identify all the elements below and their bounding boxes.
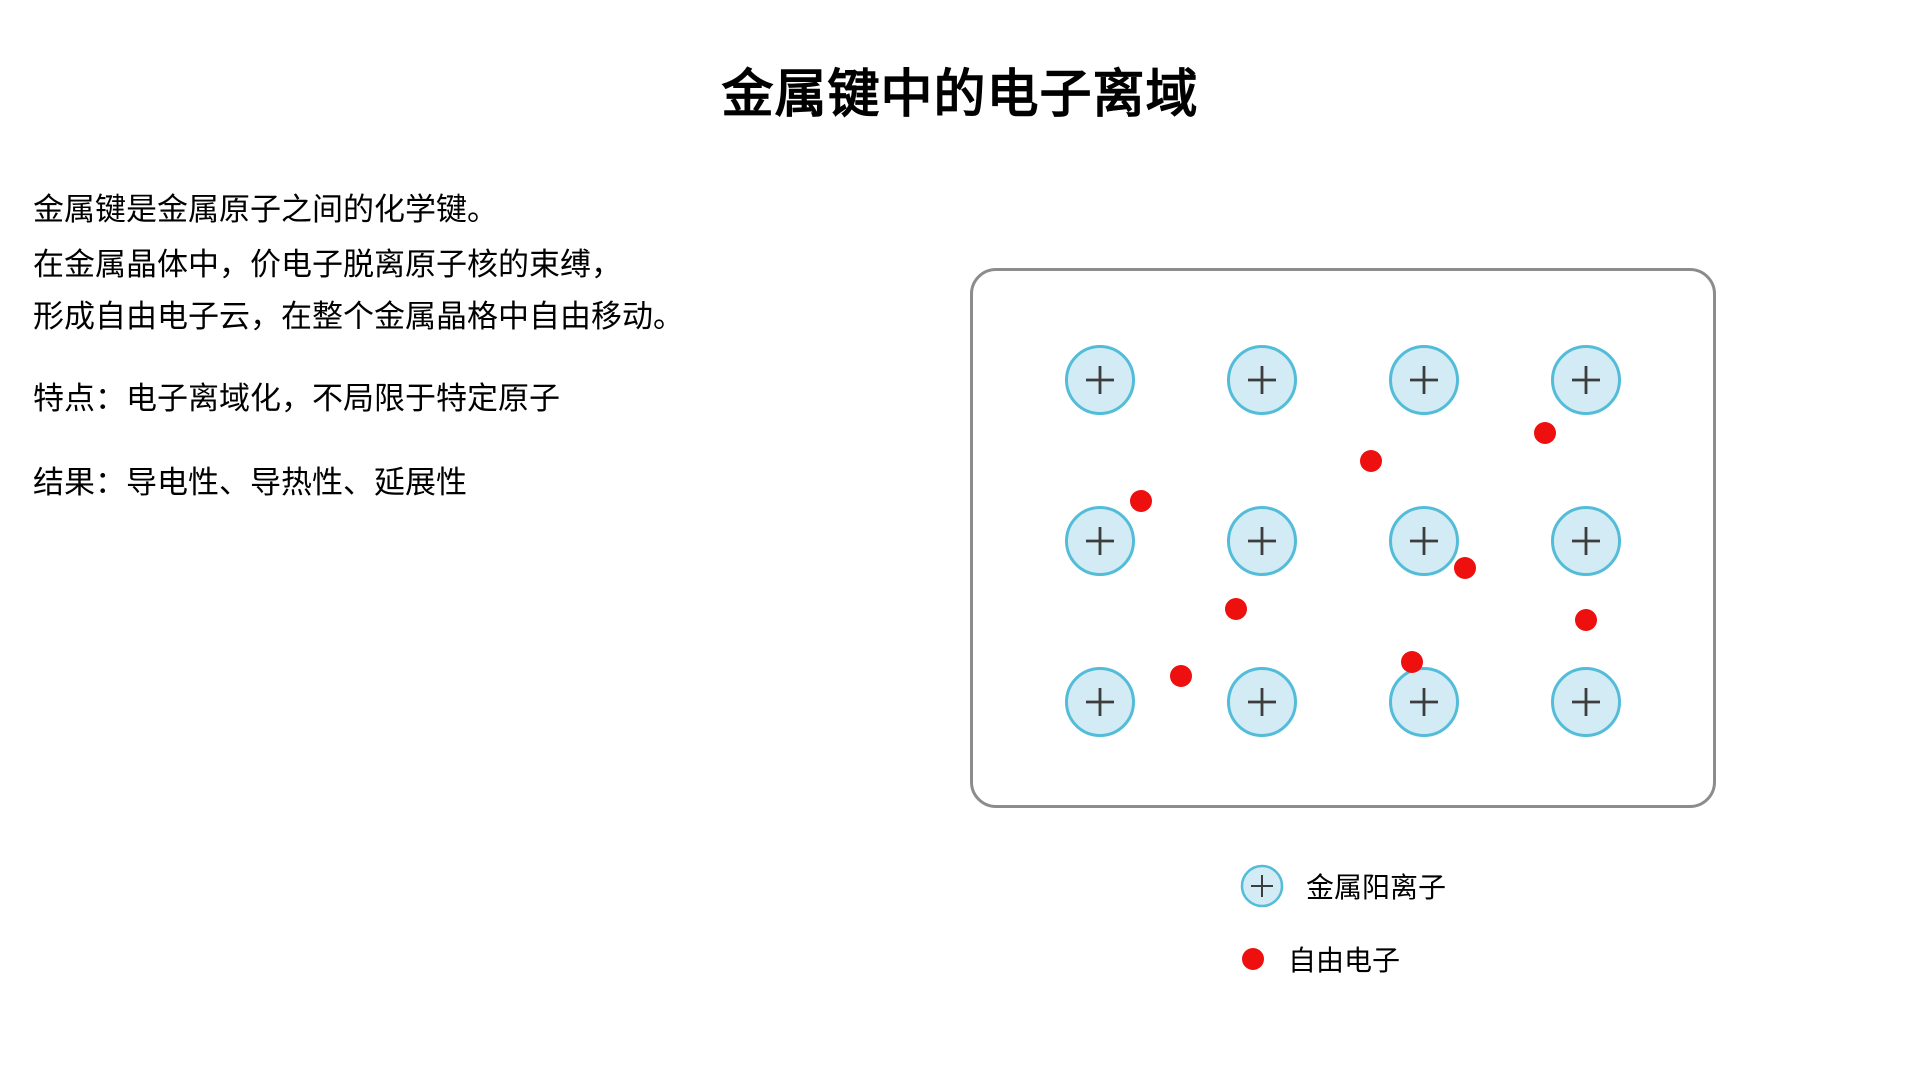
legend-label-cation: 金属阳离子 <box>1306 871 1447 904</box>
metal-cation <box>1227 345 1297 415</box>
plus-icon <box>1248 527 1276 555</box>
metal-cation <box>1389 506 1459 576</box>
plus-icon <box>1086 688 1114 716</box>
description-line-2: 在金属晶体中，价电子脱离原子核的束缚， <box>33 247 622 283</box>
free-electron <box>1225 598 1247 620</box>
plus-icon <box>1410 527 1438 555</box>
result-line: 结果：导电性、导热性、延展性 <box>33 465 467 501</box>
plus-icon <box>1410 688 1438 716</box>
metal-cation-icon <box>1240 864 1284 908</box>
free-electron <box>1360 450 1382 472</box>
metal-cation <box>1065 506 1135 576</box>
metal-cation <box>1065 667 1135 737</box>
plus-icon <box>1572 527 1600 555</box>
description-line-1: 金属键是金属原子之间的化学键。 <box>33 192 498 228</box>
free-electron-icon <box>1242 948 1264 970</box>
plus-icon <box>1572 688 1600 716</box>
metal-cation <box>1065 345 1135 415</box>
legend-item-cation: 金属阳离子 <box>1240 864 1446 908</box>
plus-icon <box>1410 366 1438 394</box>
feature-line: 特点：电子离域化，不局限于特定原子 <box>33 381 560 417</box>
free-electron <box>1130 490 1152 512</box>
metal-cation <box>1227 667 1297 737</box>
free-electron <box>1534 422 1556 444</box>
metal-lattice-diagram <box>1065 345 1621 737</box>
electron-dot <box>1242 948 1264 970</box>
plus-icon <box>1086 527 1114 555</box>
plus-icon <box>1572 366 1600 394</box>
metal-cation <box>1551 506 1621 576</box>
metal-lattice-box <box>970 268 1716 808</box>
plus-icon <box>1251 875 1273 897</box>
plus-icon <box>1086 366 1114 394</box>
legend-item-electron: 自由电子 <box>1241 944 1400 977</box>
description-line-3: 形成自由电子云，在整个金属晶格中自由移动。 <box>33 299 684 335</box>
plus-icon <box>1248 688 1276 716</box>
legend-label-electron: 自由电子 <box>1288 944 1401 977</box>
free-electron <box>1401 651 1423 673</box>
metal-cation <box>1227 506 1297 576</box>
metal-cation <box>1551 667 1621 737</box>
free-electron <box>1170 665 1192 687</box>
free-electron <box>1575 609 1597 631</box>
metal-cation <box>1389 345 1459 415</box>
metal-cation <box>1551 345 1621 415</box>
metal-cation <box>1389 667 1459 737</box>
page-title: 金属键中的电子离域 <box>721 65 1199 125</box>
plus-icon <box>1248 366 1276 394</box>
free-electron <box>1454 557 1476 579</box>
